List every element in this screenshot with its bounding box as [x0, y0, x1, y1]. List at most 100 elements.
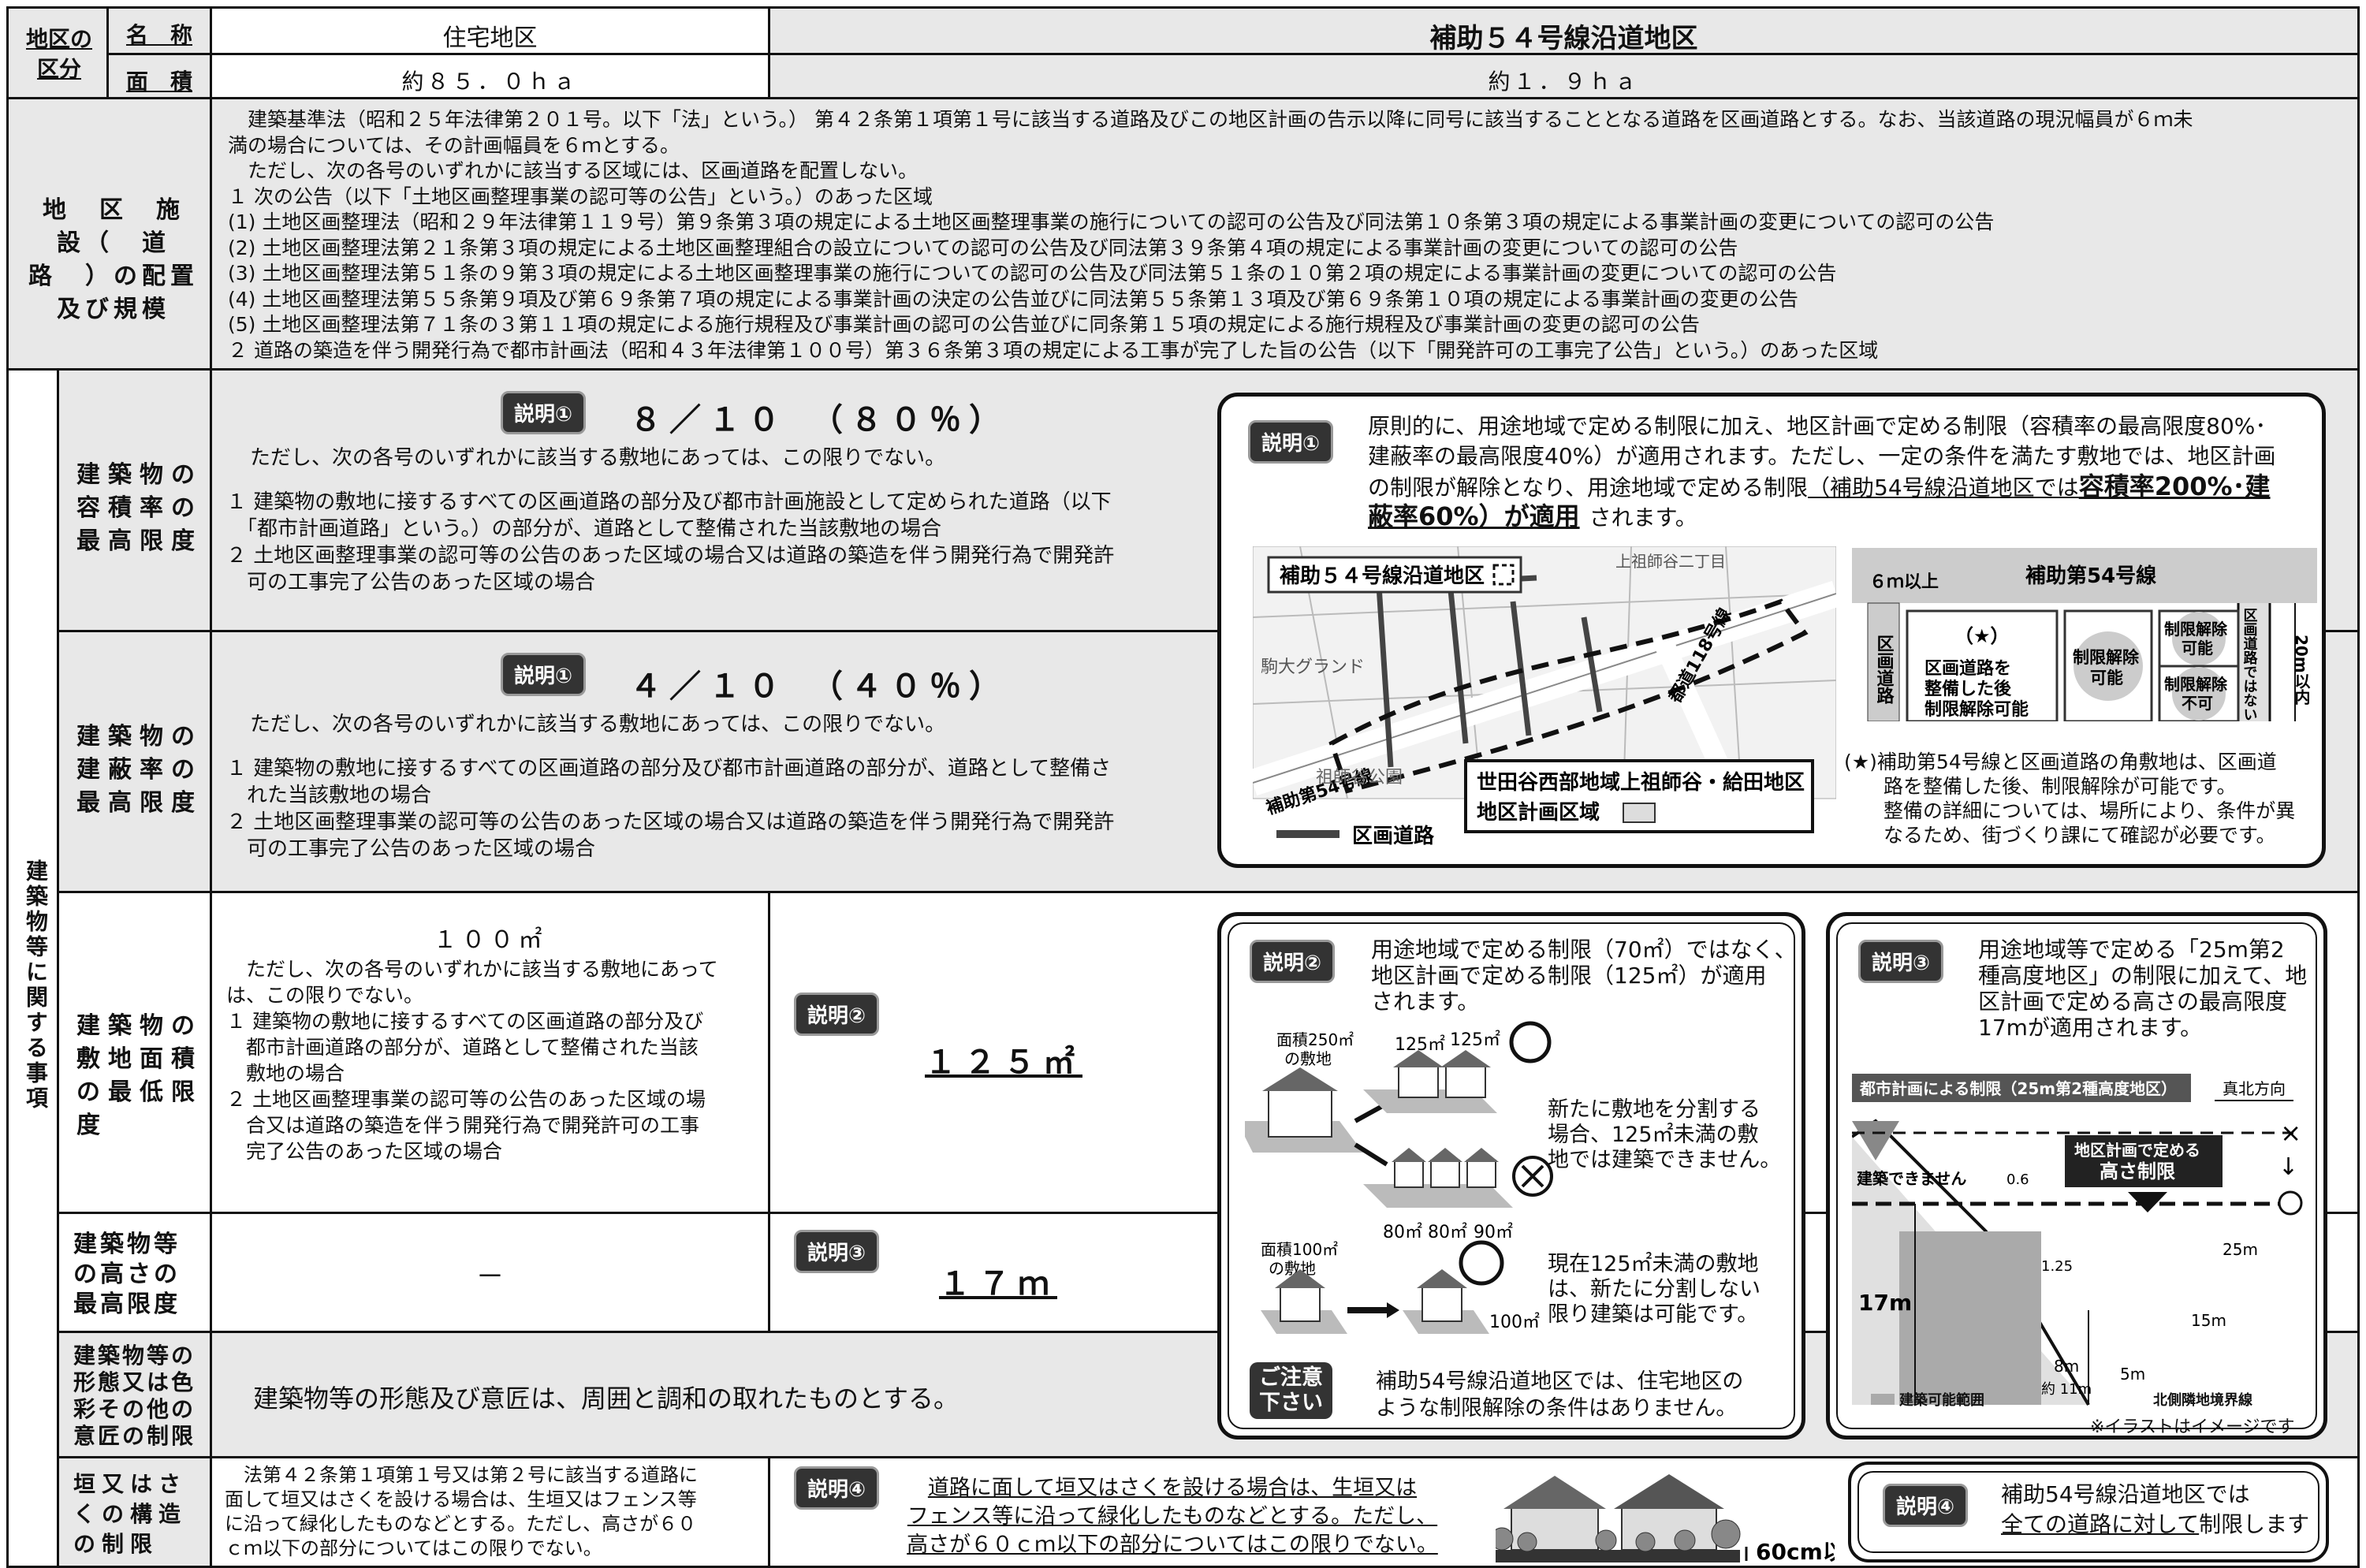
- lot-text-line: 都市計画道路の部分が、道路として整備された当該: [226, 1036, 699, 1059]
- road-text-line: ２ 道路の築造を伴う開発行為で都市計画法（昭和４３年法律第１００号）第３６条第３…: [228, 338, 1879, 362]
- far-label: 建築物の容積率の最高限度: [76, 461, 203, 555]
- diagram-after-a: 区画道路を: [1924, 658, 2011, 679]
- p3-district-limit-a: 地区計画で定める: [2074, 1141, 2200, 1160]
- col2-name: 補助５４号線沿道地区: [1429, 23, 1698, 54]
- road-text-line: (1) 土地区画整理法（昭和２９年法律第１１９号）第９条第３項の規定による土地区…: [228, 210, 1995, 233]
- map-place-park: 祖師谷公園: [1316, 768, 1403, 788]
- diagram-min-width: ６ｍ以上: [1869, 572, 1939, 592]
- design-label-cell: 建築物等の形態又は色彩その他の意匠の制限: [57, 1331, 212, 1458]
- fence-text2-line: 高さが６０ｃｍ以下の部分についてはこの限りでない。: [907, 1533, 1438, 1557]
- diagram-road-name: 補助第54号線: [2025, 564, 2156, 588]
- p3-note: ※イラストはイメージです: [2090, 1417, 2295, 1437]
- caution-a: ご注意: [1259, 1365, 1323, 1390]
- lot-split-illustration: 面積250㎡ の敷地 125㎡ 125㎡ 80㎡ 8: [1245, 1021, 1553, 1334]
- p3-north: 真北方向: [2223, 1079, 2286, 1098]
- fence-col2-cell: 説明④ 道路に面して垣又はさくを設ける場合は、生垣又はフェンス等に沿って緑化した…: [768, 1456, 2360, 1568]
- lot-label-cell: 建築物の敷地面積の最低限度: [57, 891, 212, 1214]
- road-text-line: 満の場合については、その計画幅員を６ｍとする。: [228, 133, 680, 157]
- panel2-exist-line: は、新たに分割しない: [1548, 1277, 1761, 1302]
- p3-cannot-build: 建築できません: [1857, 1169, 1966, 1188]
- panel3-text-line: 区計画で定める高さの最高限度: [1978, 989, 2288, 1015]
- panel3-text-line: 種高度地区」の制限に加えて、地: [1978, 963, 2308, 989]
- road-text-line: (2) 土地区画整理法第２１条第３項の規定による土地区画整理組合の設立についての…: [228, 236, 1738, 259]
- panel3-badge: 説明③: [1858, 940, 1944, 983]
- p2-lot100-a: 面積100㎡: [1261, 1240, 1338, 1259]
- height-label: 建築物等の高さの最高限度: [73, 1231, 181, 1318]
- p2-v90: 90㎡: [1474, 1222, 1513, 1242]
- panel2-split-line: 場合、125㎡未満の敷: [1548, 1123, 1759, 1147]
- panel1-line4b: されます。: [1589, 505, 1697, 531]
- road-text-line: (4) 土地区画整理法第５５条第９項及び第６９条第７項の規定による事業計画の決定…: [228, 287, 1798, 311]
- explanation-panel-2: 説明② 用途地域で定める制限（70㎡）ではなく、地区計画で定める制限（125㎡）…: [1217, 912, 1805, 1440]
- panel1-line4: 蔽率60%）が適用されます。: [1368, 502, 1697, 532]
- p3-legend: 建築可能範囲: [1871, 1389, 1984, 1410]
- far-text-line: ただし、次の各号のいずれかに該当する敷地にあっては、この限りでない。: [250, 446, 946, 470]
- p3-district-limit-b: 高さ制限: [2100, 1160, 2175, 1183]
- panel2-split-line: 地では建築できません。: [1548, 1148, 1782, 1172]
- diagram-impossible-a: 制限解除: [2164, 675, 2228, 694]
- side-label: 建築物等に関する事項: [23, 859, 49, 1112]
- panel2-text-line: 用途地域で定める制限（70㎡）ではなく、: [1371, 937, 1797, 963]
- bcr-text-line: れた当該敷地の場合: [226, 784, 432, 807]
- col1-name-cell: 住宅地区: [210, 6, 770, 55]
- lot-text-line: 完了公告のあった区域の場合: [226, 1140, 503, 1163]
- fence-label-cell: 垣又はさくの構造の制限: [57, 1456, 212, 1568]
- road-text-line: １ 次の公告（以下「土地区画整理事業の認可等の公告」という。）のあった区域: [228, 184, 933, 208]
- panel1-badge: 説明①: [1248, 420, 1334, 464]
- map-legend-district: 補助５４号線沿道地区: [1279, 564, 1485, 588]
- panel2-exist-line: 現在125㎡未満の敷地: [1548, 1252, 1759, 1276]
- diagram-not-road: 区画道路ではない: [2241, 608, 2258, 721]
- bcr-text: ただし、次の各号のいずれかに該当する敷地にあっては、この限りでない。１ 建築物の…: [226, 711, 1172, 862]
- area-label: 面 積: [125, 69, 192, 95]
- lot-text-line: ただし、次の各号のいずれかに該当する敷地にあって: [226, 958, 718, 981]
- p2-v80b: 80㎡: [1428, 1222, 1467, 1242]
- panel3-text-line: 17mが適用されます。: [1978, 1015, 2203, 1041]
- bcr-text-line: １ 建築物の敷地に接するすべての区画道路の部分及び都市計画道路の部分が、道路とし…: [226, 757, 1112, 780]
- diagram-side-road: 区画道路: [1874, 635, 1895, 704]
- far-text-line: １ 建築物の敷地に接するすべての区画道路の部分及び都市計画施設として定められた道…: [226, 490, 1112, 514]
- svg-text:↓: ↓: [2278, 1153, 2298, 1181]
- district-map: 補助５４号線沿道地区 上祖師谷二丁目 駒大グランド 都道118号線 補助第54号…: [1253, 546, 1836, 846]
- road-text-line: 建築基準法（昭和２５年法律第２０１号。以下「法」という。） 第４２条第１項第１号…: [228, 108, 2193, 131]
- col2-area: 約１．９ｈａ: [1488, 69, 1640, 95]
- fence-text-line: 面して垣又はさくを設ける場合は、生垣又はフェンス等: [225, 1488, 697, 1510]
- panel1-line3c: 容積率200%･建: [2078, 471, 2271, 501]
- bcr-value: ４／１０ （４０％）: [630, 669, 1008, 705]
- explanation-panel-1: 説明① 原則的に、用途地域で定める制限に加え、地区計画で定める制限（容積率の最高…: [1217, 393, 2326, 868]
- diagram-star: （★）: [1954, 625, 2010, 647]
- col1-name: 住宅地区: [442, 24, 538, 52]
- panel2-exist-text: 現在125㎡未満の敷地は、新たに分割しない限り建築は可能です。: [1548, 1252, 1808, 1328]
- map-area-name1: 世田谷西部地域上祖師谷・給田地区: [1477, 770, 1805, 795]
- panel2-text-line: 地区計画で定める制限（125㎡）が適用: [1371, 963, 1767, 989]
- col2-area-cell: 約１．９ｈａ: [768, 53, 2360, 99]
- panel2-split-line: 新たに敷地を分割する: [1548, 1097, 1761, 1122]
- panel4-line1: 補助54号線沿道地区では: [2001, 1481, 2250, 1507]
- p3-city-limit: 都市計画による制限（25m第2種高度地区）: [1859, 1079, 2177, 1098]
- diagram-possible-b: 可能: [2090, 669, 2123, 687]
- p3-slope1: 0.6: [2006, 1171, 2029, 1188]
- panel1-line3b: （補助54号線沿道地区では: [1808, 475, 2079, 501]
- lot-text-line: １ 建築物の敷地に接するすべての区画道路の部分及び: [226, 1010, 704, 1033]
- diagram-after-b: 整備した後: [1924, 679, 2012, 699]
- kubun-label: 地区の区分: [25, 26, 92, 82]
- fence-illustration: 60cm以下: [1496, 1474, 1835, 1565]
- panel2-inner-border: [1228, 922, 1795, 1429]
- p2-lot250-a: 面積250㎡: [1276, 1030, 1354, 1049]
- height-badge: 説明③: [794, 1230, 880, 1273]
- explanation-panel-4: 説明④ 補助54号線沿道地区では 全ての道路に対して制限します: [1848, 1462, 2329, 1562]
- diagram-after-c: 制限解除可能: [1924, 699, 2029, 720]
- fence-text2-line: フェンス等に沿って緑化したものなどとする。ただし、: [907, 1504, 1438, 1529]
- p3-h17: 17m: [1858, 1290, 1912, 1316]
- panel2-caution-line: 補助54号線沿道地区では、住宅地区の: [1376, 1369, 1744, 1394]
- panel2-exist-line: 限り建築は可能です。: [1548, 1302, 1759, 1327]
- far-value: ８／１０ （８０％）: [630, 402, 1008, 438]
- lot-col1-cell: １００㎡ ただし、次の各号のいずれかに該当する敷地にあっては、この限りでない。１…: [210, 891, 770, 1214]
- p3-h25: 25m: [2223, 1240, 2258, 1259]
- lot-text-line: ２ 土地区画整理事業の認可等の公告のあった区域の場: [226, 1088, 706, 1111]
- road-text-line: (5) 土地区画整理法第７１条の３第１１項の規定による施行規程及び事業計画の認可…: [228, 313, 1700, 336]
- corner-lot-diagram: ６ｍ以上 補助第54号線 区画道路 （★） 区画道路を 整備した後 制限解除可能…: [1852, 548, 2317, 721]
- panel4-badge: 説明④: [1883, 1484, 1969, 1527]
- kubun-label-cell: 地区の区分: [6, 6, 109, 99]
- fence-text2-line: 道路に面して垣又はさくを設ける場合は、生垣又は: [927, 1476, 1418, 1500]
